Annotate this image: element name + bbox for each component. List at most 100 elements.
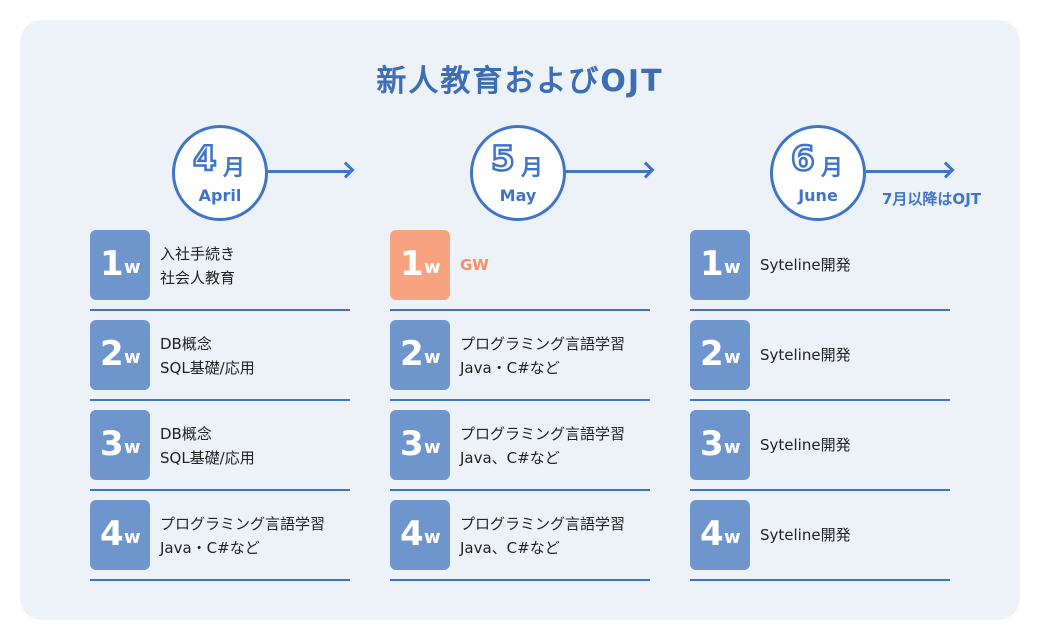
week-unit: w: [124, 437, 141, 458]
row-divider: [90, 579, 350, 581]
week-unit: w: [724, 437, 741, 458]
week-unit: w: [124, 257, 141, 278]
week-description-line: プログラミング言語学習: [460, 425, 626, 443]
week-description-line: Java・C#など: [460, 359, 560, 377]
week-description-line: Java、C#など: [460, 449, 560, 467]
week-unit: w: [424, 437, 441, 458]
week-number: 2: [100, 334, 124, 374]
week-description-line: Syteline開発: [760, 346, 851, 364]
week-unit: w: [724, 527, 741, 548]
week-description-line: プログラミング言語学習: [460, 515, 626, 533]
week-unit: w: [424, 257, 441, 278]
month-unit: 月: [821, 156, 844, 181]
week-description: Syteline開発: [760, 433, 851, 457]
row-divider: [390, 489, 650, 491]
row-divider: [690, 399, 950, 401]
week-unit: w: [724, 347, 741, 368]
week-number: 4: [700, 514, 724, 554]
week-number: 1: [100, 244, 124, 284]
row-divider: [390, 399, 650, 401]
month-number: 6: [790, 138, 816, 181]
week-description-line: プログラミング言語学習: [160, 515, 326, 533]
week-description: プログラミング言語学習 Java、C#など: [460, 422, 625, 470]
arrow-right-icon: [268, 161, 355, 179]
month-english: May: [499, 186, 537, 205]
week-description: DB概念 SQL基礎/応用: [160, 422, 255, 470]
row-divider: [390, 579, 650, 581]
week-description-line: SQL基礎/応用: [160, 449, 255, 467]
week-description: Syteline開発: [760, 523, 851, 547]
month-number: 5: [490, 138, 516, 181]
week-description: GW: [460, 253, 489, 277]
after-label: 7月以降はOJT: [882, 190, 982, 208]
row-divider: [90, 489, 350, 491]
week-description: プログラミング言語学習 Java・C#など: [460, 332, 625, 380]
page-title: 新人教育およびOJT: [376, 64, 664, 99]
row-divider: [90, 399, 350, 401]
row-divider: [90, 309, 350, 311]
week-unit: w: [724, 257, 741, 278]
week-unit: w: [424, 347, 441, 368]
week-description: プログラミング言語学習 Java、C#など: [460, 512, 625, 560]
row-divider: [690, 579, 950, 581]
week-number: 3: [700, 424, 724, 464]
week-number: 1: [700, 244, 724, 284]
row-divider: [390, 309, 650, 311]
month-number: 4: [192, 138, 218, 181]
week-number: 3: [400, 424, 424, 464]
week-description-line: SQL基礎/応用: [160, 359, 255, 377]
week-description-line: Java、C#など: [460, 539, 560, 557]
week-description: Syteline開発: [760, 343, 851, 367]
week-number: 3: [100, 424, 124, 464]
week-unit: w: [124, 527, 141, 548]
month-english: April: [198, 186, 242, 205]
week-description-line: 社会人教育: [160, 269, 236, 287]
week-unit: w: [424, 527, 441, 548]
week-description: 入社手続き社会人教育: [160, 242, 235, 290]
arrow-right-icon: [866, 161, 955, 179]
row-divider: [690, 489, 950, 491]
week-number: 2: [400, 334, 424, 374]
week-number: 4: [400, 514, 424, 554]
month-unit: 月: [521, 156, 544, 181]
week-number: 1: [400, 244, 424, 284]
week-description-line: Java・C#など: [160, 539, 260, 557]
arrow-right-icon: [566, 161, 655, 179]
panel-background: [20, 20, 1020, 620]
month-unit: 月: [223, 156, 246, 181]
week-description-line: DB概念: [160, 425, 212, 443]
week-description-line: Syteline開発: [760, 256, 851, 274]
week-description-line: GW: [460, 256, 489, 274]
week-description-line: プログラミング言語学習: [460, 335, 626, 353]
week-description-line: Syteline開発: [760, 436, 851, 454]
week-description-line: 入社手続き: [160, 245, 236, 263]
week-description: Syteline開発: [760, 253, 851, 277]
week-description-line: DB概念: [160, 335, 212, 353]
week-description-line: Syteline開発: [760, 526, 851, 544]
week-description: プログラミング言語学習 Java・C#など: [160, 512, 325, 560]
month-english: June: [798, 186, 838, 205]
